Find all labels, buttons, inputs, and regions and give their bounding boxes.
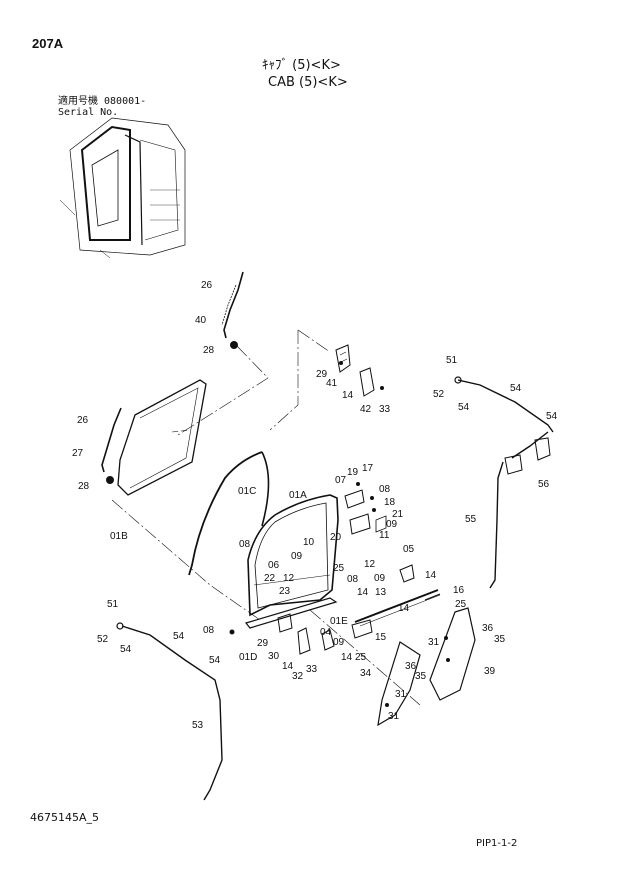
- callout: 08: [203, 625, 215, 636]
- wiper-blade-lower: [101, 407, 122, 473]
- wiper-nut-upper: [230, 341, 238, 349]
- washer-hose-lower: [121, 625, 223, 801]
- callout: 54: [120, 644, 132, 655]
- callout: 01B: [110, 531, 128, 542]
- callout: 56: [538, 479, 550, 490]
- callout: 36: [405, 661, 417, 672]
- callout: 28: [78, 481, 90, 492]
- callout: 05: [403, 544, 415, 555]
- callout: 54: [173, 631, 185, 642]
- callout: 54: [546, 411, 558, 422]
- callout: 52: [97, 634, 109, 645]
- callout: 31: [395, 689, 407, 700]
- callout: 51: [446, 355, 458, 366]
- callout: 27: [72, 448, 84, 459]
- page-code: 207A: [32, 36, 64, 51]
- drawing-number: 4675145A_5: [30, 811, 100, 824]
- callout: 09: [291, 551, 303, 562]
- callout: 33: [306, 664, 318, 675]
- callout: 09: [374, 573, 386, 584]
- cab-thumbnail: [59, 117, 186, 259]
- callout: 21: [392, 509, 404, 520]
- callout: 36: [482, 623, 494, 634]
- callout: 17: [362, 463, 374, 474]
- callout: 01D: [239, 652, 257, 663]
- callout: 08: [379, 484, 391, 495]
- callout: 14: [398, 603, 410, 614]
- front-window-glass: [117, 379, 207, 496]
- right-window-glass: [429, 607, 476, 701]
- callout: 26: [77, 415, 89, 426]
- callout: 54: [209, 655, 221, 666]
- callout: 42: [360, 404, 372, 415]
- callout: 18: [384, 497, 396, 508]
- callout: 09: [333, 637, 345, 648]
- callout: 35: [415, 671, 427, 682]
- callout: 40: [195, 315, 207, 326]
- callout: 14: [341, 652, 353, 663]
- callout: 52: [433, 389, 445, 400]
- callout: 39: [484, 666, 496, 677]
- callout: 25: [333, 563, 345, 574]
- wiper-blade-upper: [223, 271, 244, 339]
- title-japanese: ｷｬﾌﾞ (5)<K>: [262, 58, 341, 73]
- callout: 08: [239, 539, 251, 550]
- title-english: CAB (5)<K>: [268, 75, 348, 90]
- callout: 10: [303, 537, 315, 548]
- callout: 19: [347, 467, 359, 478]
- callout: 01A: [289, 490, 307, 501]
- callout: 14: [282, 661, 294, 672]
- callout: 16: [453, 585, 465, 596]
- callout: 31: [428, 637, 440, 648]
- callout: 33: [379, 404, 391, 415]
- callout: 54: [510, 383, 522, 394]
- callout: 23: [279, 586, 291, 597]
- callout: 53: [192, 720, 204, 731]
- callout: 54: [458, 402, 470, 413]
- callout: 25: [355, 652, 367, 663]
- callout: 26: [201, 280, 213, 291]
- callout: 22: [264, 573, 276, 584]
- callout: 20: [330, 532, 342, 543]
- wiper-nut-lower: [106, 476, 114, 484]
- callout: 15: [375, 632, 387, 643]
- callout: 25: [455, 599, 467, 610]
- callout: 34: [360, 668, 372, 679]
- callout: 12: [364, 559, 376, 570]
- washer-hose-upper: [457, 379, 554, 433]
- callout: 31: [388, 711, 400, 722]
- callout: 09: [386, 519, 398, 530]
- callout: 12: [283, 573, 295, 584]
- callout: 29: [316, 369, 328, 380]
- callout: 51: [107, 599, 119, 610]
- callout: 32: [292, 671, 304, 682]
- callout: 14: [357, 587, 369, 598]
- callout: 04: [320, 627, 332, 638]
- rear-window-glass: [377, 641, 421, 727]
- callout: 28: [203, 345, 215, 356]
- callout: 35: [494, 634, 506, 645]
- callout: 14: [425, 570, 437, 581]
- callout: 11: [379, 530, 390, 541]
- callout: 07: [335, 475, 347, 486]
- serial-label-english: Serial No.: [58, 107, 119, 118]
- callout-labels: 26 40 28 29 41 14 42 33 51 52 54 54 54 5…: [72, 280, 558, 731]
- callout: 13: [375, 587, 387, 598]
- callout: 30: [268, 651, 280, 662]
- window-seal: [188, 451, 263, 576]
- callout: 14: [342, 390, 354, 401]
- door-frame: [247, 494, 339, 617]
- page-reference: PIP1-1-2: [476, 838, 518, 849]
- callout: 41: [326, 378, 338, 389]
- callout: 55: [465, 514, 477, 525]
- callout: 06: [268, 560, 280, 571]
- serial-label-japanese: 適用号機 080001-: [58, 96, 147, 107]
- callout: 01C: [238, 486, 256, 497]
- callout: 29: [257, 638, 269, 649]
- callout: 01E: [330, 616, 348, 627]
- callout: 08: [347, 574, 359, 585]
